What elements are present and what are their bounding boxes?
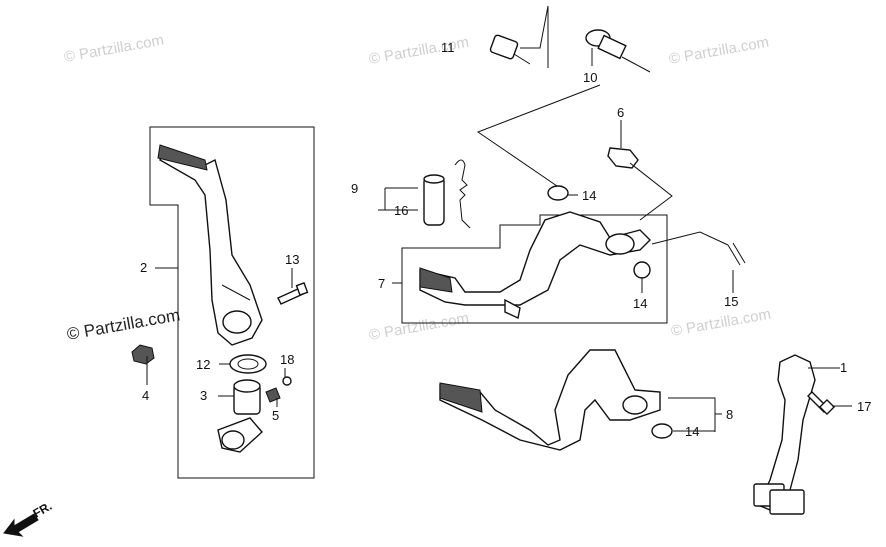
callout-13: 13 [285,252,299,267]
cotter-pin-15 [727,242,746,266]
callout-16: 16 [394,203,408,218]
front-arrow-icon [3,513,39,537]
callout-9: 9 [351,181,358,196]
callout-5: 5 [272,408,279,423]
kick-spindle-3 [217,379,263,453]
callout-18: 18 [280,352,294,367]
callout-6: 6 [617,105,624,120]
leader-lines [146,5,852,432]
kick-starter-arm [157,144,263,346]
gear-shift-pedal-7 [419,211,651,320]
watermark: © Partzilla.com [368,34,470,68]
watermark: © Partzilla.com [65,305,181,344]
spring-9 [454,159,471,229]
callouts: 1 2 3 4 5 6 7 8 9 10 11 12 13 14 14 14 1… [140,40,871,439]
watermark: © Partzilla.com [668,34,770,68]
callout-11: 11 [441,40,455,55]
callout-3: 3 [200,388,207,403]
oil-seal-12 [229,354,267,374]
callout-15: 15 [724,294,738,309]
callout-12: 12 [196,357,210,372]
washer-14b [633,261,651,279]
bolt-13 [277,282,309,305]
rubber-16 [423,174,445,226]
callout-7: 7 [378,276,385,291]
kick-starter-group-frame [149,126,315,479]
nut-4 [131,344,155,365]
callout-17: 17 [857,399,871,414]
callout-2: 2 [140,260,147,275]
ball-18 [282,376,292,386]
callout-4: 4 [142,388,149,403]
watermark: © Partzilla.com [368,310,470,344]
washer-14c [651,423,673,439]
clip-6 [607,147,639,169]
callout-1: 1 [840,360,847,375]
brake-pedal-8 [439,349,661,451]
gear-shift-group-frame [401,214,668,324]
callout-14a: 14 [582,188,596,203]
watermark: © Partzilla.com [63,32,165,66]
pivot-bolt-11 [489,34,531,65]
callout-8: 8 [726,407,733,422]
callout-10: 10 [583,70,597,85]
watermark: © Partzilla.com [670,306,772,340]
kick-arm-1 [753,354,816,515]
pivot-10 [585,29,651,73]
callout-14b: 14 [633,296,647,311]
washer-14a [547,185,569,201]
spring-5 [265,387,281,403]
front-direction-indicator: FR. [3,499,54,537]
callout-14c: 14 [685,424,699,439]
